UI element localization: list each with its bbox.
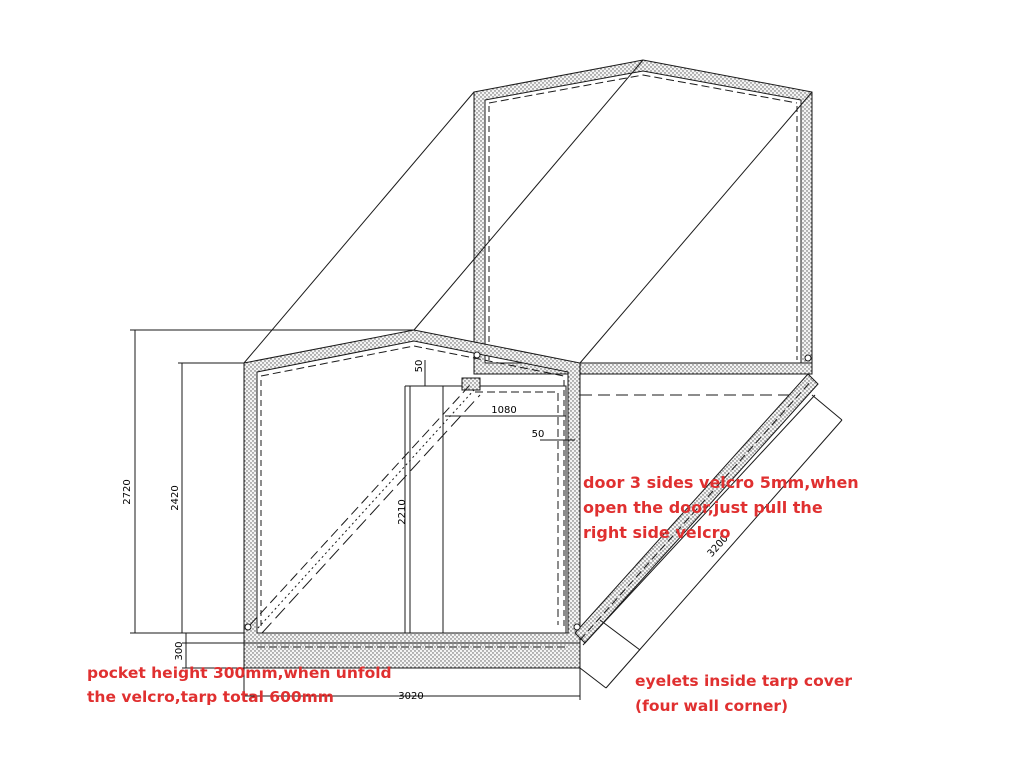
dim-pocket-height: 300 [174, 641, 185, 660]
dim-width: 3020 [398, 691, 423, 702]
door-velcro-note: door 3 sides velcro 5mm,when open the do… [583, 470, 859, 545]
back-frame [473, 59, 813, 375]
dim-wall-height: 2420 [170, 485, 181, 510]
note-line: the velcro,tarp total 600mm [87, 688, 334, 706]
eyelets-note: eyelets inside tarp cover (four wall cor… [635, 669, 852, 719]
eyelet-icon [573, 623, 581, 631]
note-line: eyelets inside tarp cover [635, 672, 852, 690]
roof-lines [243, 59, 813, 396]
note-line: pocket height 300mm,when unfold [87, 664, 392, 682]
front-frame [243, 329, 581, 669]
dim-total-height: 2720 [122, 479, 133, 504]
note-line: right side velcro [583, 523, 731, 542]
note-line: open the door,just pull the [583, 498, 823, 517]
side-floor-panel [574, 373, 843, 689]
door [404, 377, 567, 633]
dim-door-side-gap: 50 [532, 429, 545, 440]
back-frame-band [473, 59, 813, 375]
eyelet-icon [804, 354, 812, 362]
eyelet-icon [473, 351, 481, 359]
dim-door-top-gap: 50 [414, 360, 425, 373]
dim-door-height: 2210 [397, 499, 408, 524]
eyelet-icon [244, 623, 252, 631]
front-frame-band [243, 329, 581, 644]
pocket-note: pocket height 300mm,when unfold the velc… [87, 661, 392, 709]
dimension-lines [130, 329, 581, 700]
note-line: door 3 sides velcro 5mm,when [583, 473, 859, 492]
eyelets [244, 351, 812, 631]
diagonal-projection [249, 384, 481, 634]
note-line: (four wall corner) [635, 697, 789, 715]
dim-door-width: 1080 [491, 405, 516, 416]
